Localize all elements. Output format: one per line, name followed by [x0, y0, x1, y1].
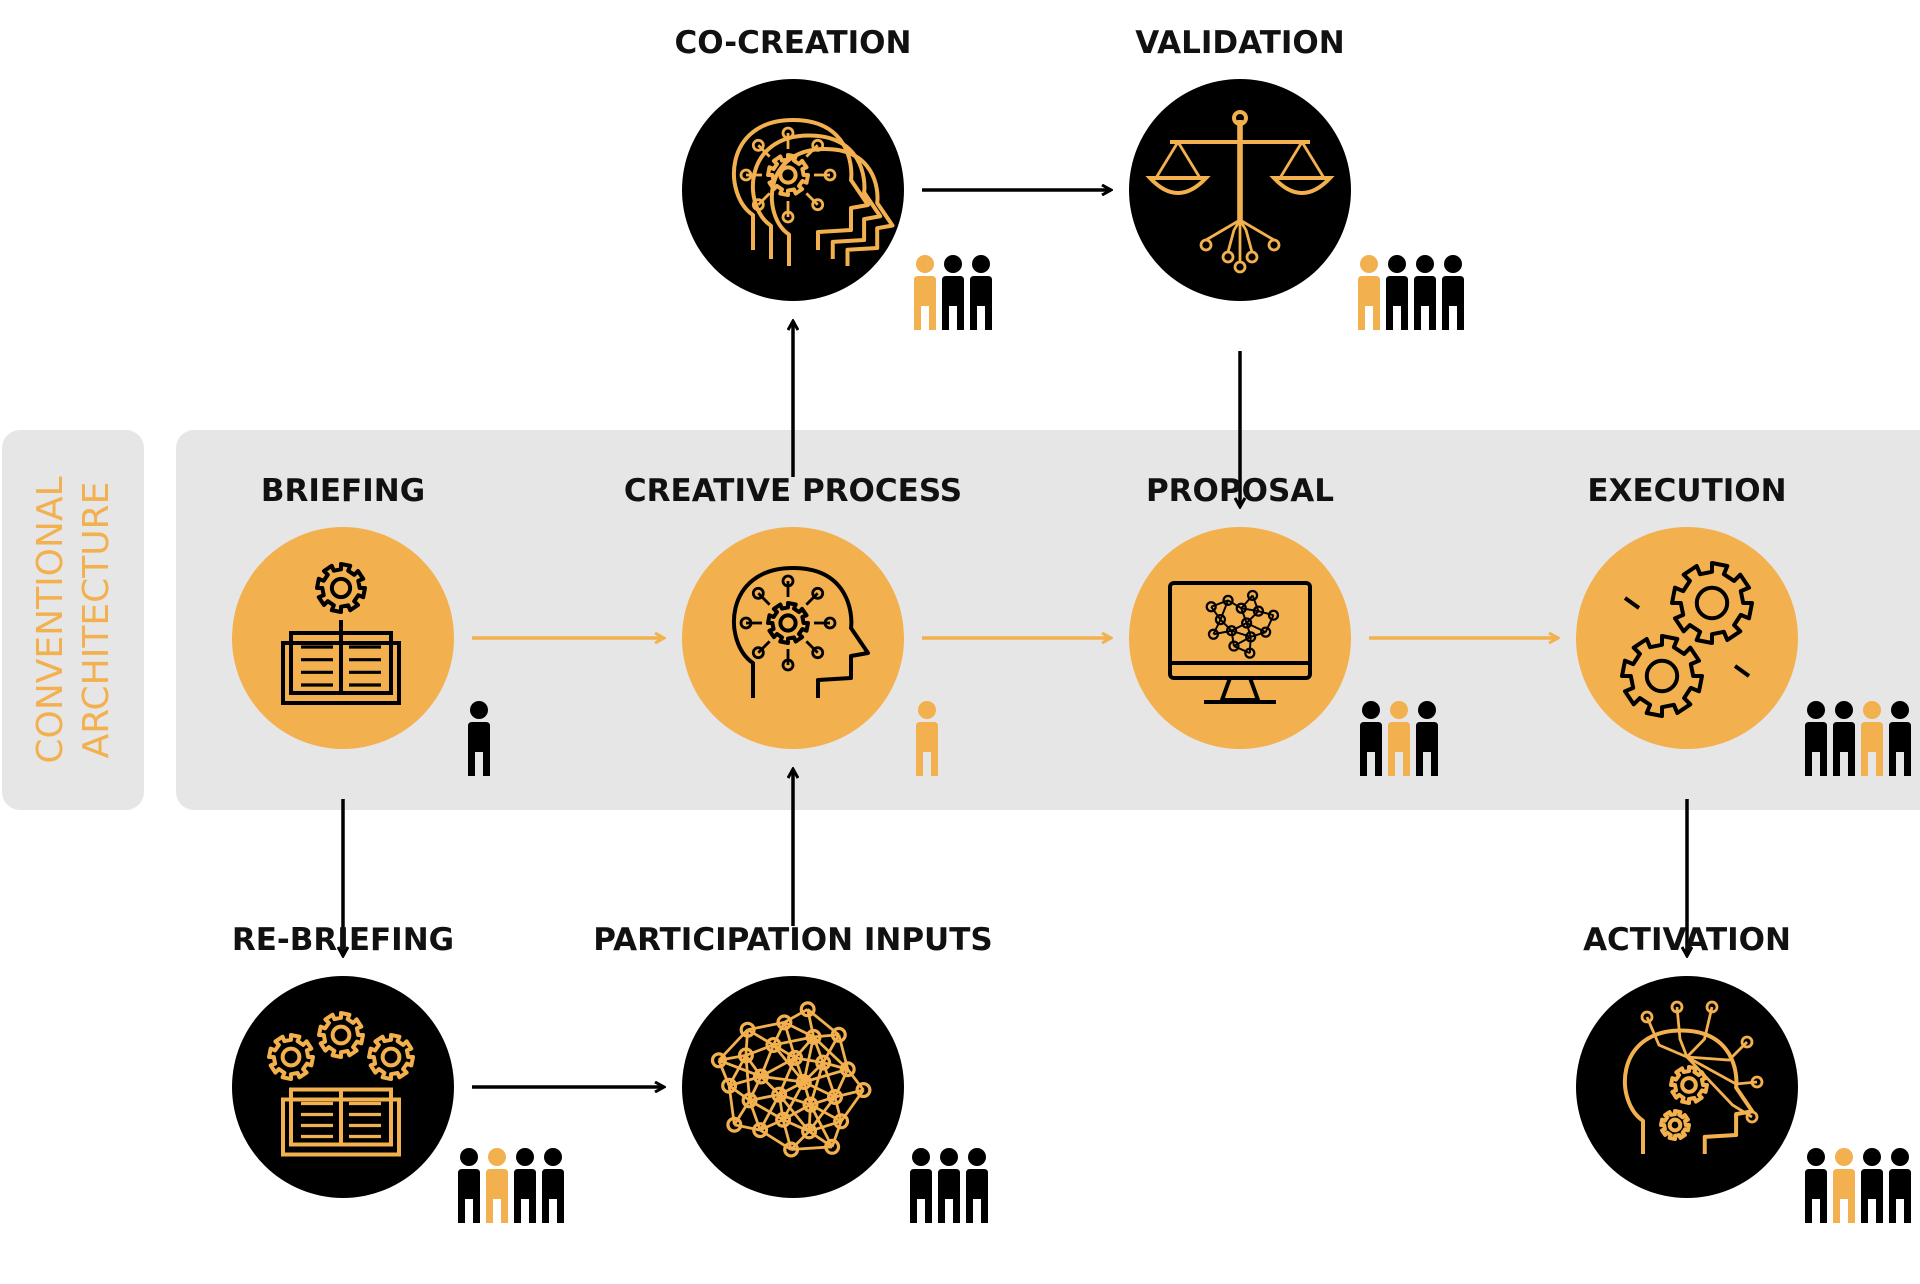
person-icon: [942, 255, 964, 330]
person-icon: [1805, 1148, 1827, 1223]
person-icon: [468, 701, 490, 776]
node-re-briefing: RE-BRIEFING: [232, 922, 564, 1223]
people-group: [1805, 1148, 1911, 1223]
conventional-band: [176, 430, 1920, 810]
people-group: [910, 1148, 988, 1223]
heads-gear-icon: [732, 118, 895, 266]
node-label: BRIEFING: [261, 473, 425, 509]
node-execution: EXECUTION: [1576, 473, 1911, 776]
node-label: VALIDATION: [1135, 25, 1344, 61]
node-participation-inputs: PARTICIPATION INPUTS: [593, 922, 993, 1223]
node-circle: [232, 976, 454, 1198]
person-icon: [542, 1148, 564, 1223]
scales-icon: [1145, 110, 1335, 274]
person-icon: [1416, 701, 1438, 776]
people-group: [914, 255, 992, 330]
node-label: PARTICIPATION INPUTS: [593, 922, 992, 958]
node-validation: VALIDATION: [1129, 25, 1464, 330]
node-briefing: BRIEFING: [232, 473, 490, 776]
node-co-creation: CO-CREATION: [675, 25, 992, 330]
person-icon: [1833, 1148, 1855, 1223]
person-icon: [486, 1148, 508, 1223]
person-icon: [1861, 1148, 1883, 1223]
people-group: [1358, 255, 1464, 330]
person-icon: [1414, 255, 1436, 330]
head-gear-icon: [732, 566, 870, 698]
node-label: CO-CREATION: [675, 25, 912, 61]
people-group: [916, 701, 938, 776]
people-group: [458, 1148, 564, 1223]
person-icon: [1889, 701, 1911, 776]
node-circle: [1576, 527, 1798, 749]
node-circle: [1129, 527, 1351, 749]
person-icon: [514, 1148, 536, 1223]
person-icon: [1805, 701, 1827, 776]
person-icon: [1889, 1148, 1911, 1223]
person-icon: [938, 1148, 960, 1223]
edges-layer: [343, 190, 1687, 1087]
person-icon: [1833, 701, 1855, 776]
side-label-box: [2, 430, 144, 810]
node-proposal: PROPOSAL: [1129, 473, 1438, 776]
book-gears-icon: [267, 1011, 415, 1157]
node-circle: [1576, 976, 1798, 1198]
node-activation: ACTIVATION: [1576, 922, 1911, 1223]
gears-icon: [1620, 561, 1754, 718]
brain-network-icon: [710, 1001, 872, 1158]
people-group: [468, 701, 490, 776]
people-group: [1360, 701, 1438, 776]
person-icon: [1386, 255, 1408, 330]
person-icon: [1442, 255, 1464, 330]
person-icon: [966, 1148, 988, 1223]
head-circuit-icon: [1623, 1000, 1764, 1154]
person-icon: [1861, 701, 1883, 776]
node-label: PROPOSAL: [1146, 473, 1334, 509]
person-icon: [910, 1148, 932, 1223]
person-icon: [1360, 701, 1382, 776]
person-icon: [914, 255, 936, 330]
node-label: ACTIVATION: [1583, 922, 1791, 958]
person-icon: [1358, 255, 1380, 330]
person-icon: [916, 701, 938, 776]
node-label: EXECUTION: [1587, 473, 1786, 509]
side-label-line2: ARCHITECTURE: [76, 482, 117, 759]
side-label-line1: CONVENTIONAL: [30, 476, 71, 763]
node-label: CREATIVE PROCESS: [624, 473, 962, 509]
node-label: RE-BRIEFING: [232, 922, 454, 958]
nodes-layer: CO-CREATION VALIDATION BRIEFING CREATIVE PR…: [232, 25, 1911, 1223]
node-creative-process: CREATIVE PROCESS: [624, 473, 962, 776]
person-icon: [1388, 701, 1410, 776]
monitor-network-icon: [1168, 581, 1312, 704]
people-group: [1805, 701, 1911, 776]
person-icon: [458, 1148, 480, 1223]
book-gear-icon: [281, 562, 401, 705]
person-icon: [970, 255, 992, 330]
